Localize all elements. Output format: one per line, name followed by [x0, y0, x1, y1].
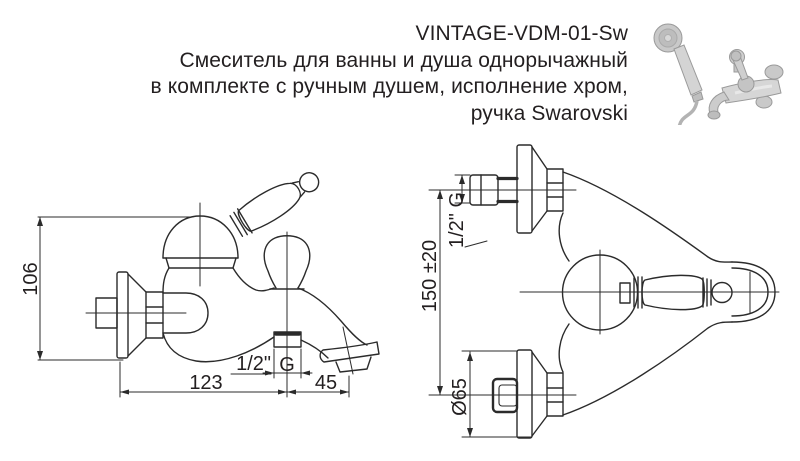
side-view-drawing	[37, 172, 380, 398]
side-hex-nut	[145, 291, 164, 339]
title-block: VINTAGE-VDM-01-Sw Смеситель для ванны и …	[88, 21, 628, 127]
side-shower-outlet	[273, 331, 302, 348]
dim-label-inlet-thread: 1/2" G	[446, 192, 468, 248]
product-photo	[645, 10, 795, 146]
front-body-outline	[558, 171, 776, 416]
front-lever-handle	[619, 274, 733, 311]
side-lever-handle	[229, 172, 320, 238]
front-view-centerlines	[428, 189, 780, 396]
front-view-drawing	[428, 144, 780, 439]
dim-label-diameter: Ø65	[449, 378, 471, 416]
dim-diameter-65	[461, 350, 532, 438]
side-body-outline	[162, 267, 275, 363]
side-union-cap	[162, 292, 209, 334]
mixer-body-photo	[707, 50, 784, 120]
front-bottom-inlet	[491, 349, 564, 439]
product-description-line-2: в комплекте с ручным душем, исполнение х…	[150, 75, 628, 98]
product-model: VINTAGE-VDM-01-Sw	[415, 22, 628, 45]
dim-label-outlet-thread-unit: G	[279, 354, 295, 376]
side-diverter-knob	[263, 235, 311, 290]
side-view-centerlines	[85, 202, 288, 398]
dim-label-150: 150 ±20	[419, 240, 441, 312]
dim-outlet-thread	[230, 348, 313, 379]
dim-inlet-thread	[454, 174, 488, 248]
dim-106	[37, 216, 194, 361]
side-spout	[297, 287, 380, 375]
dim-label-123: 123	[189, 372, 222, 394]
front-top-inlet	[469, 144, 564, 234]
product-photo-image	[653, 23, 784, 146]
dim-label-outlet-thread: 1/2"	[236, 353, 271, 375]
side-flange-cone	[127, 273, 147, 357]
dim-150	[437, 189, 443, 396]
product-description-line-3: ручка Swarovski	[470, 101, 628, 125]
dim-123-45	[119, 361, 350, 398]
side-dome	[162, 215, 239, 269]
product-description-line-1: Смеситель для ванны и душа однорычажный	[179, 48, 628, 72]
dim-label-106: 106	[20, 262, 42, 295]
side-flange-plate	[116, 271, 129, 359]
dim-label-45: 45	[315, 372, 337, 394]
